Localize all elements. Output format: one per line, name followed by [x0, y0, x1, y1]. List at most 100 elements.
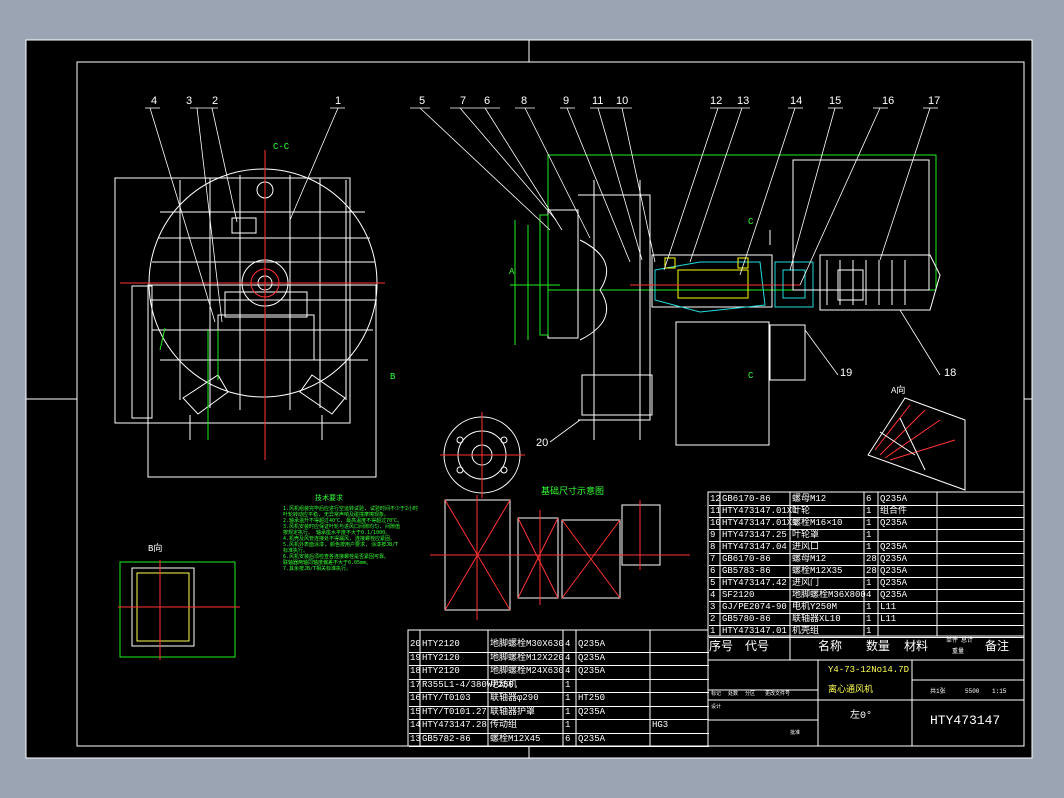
letter-c-bottom: C — [748, 371, 754, 381]
title-name: 离心通风机 — [828, 685, 874, 695]
bom-cell-qty: 1 — [866, 518, 872, 528]
bom-cell-qty: 4 — [565, 652, 571, 663]
bom-cell-name: 螺栓M12X45 — [490, 733, 541, 744]
tech-req-line: 5.风机外表面涂漆, 颜色按用户要求, 涂漆按JB/T — [283, 542, 399, 548]
bom-cell-qty: 4 — [866, 590, 872, 600]
bom-cell-no: 2 — [710, 614, 716, 624]
bom-header-qty: 数量 — [866, 640, 891, 654]
bom-cell-no: 4 — [710, 590, 716, 600]
bom-cell-code: GB5782-86 — [422, 733, 471, 744]
bom-cell-no: 13 — [410, 733, 421, 744]
bom-cell-qty: 28 — [866, 566, 877, 576]
bom-cell-qty: 1 — [565, 693, 571, 703]
bom-cell-no: 5 — [710, 578, 716, 588]
bom-cell-name: 电动机 — [490, 679, 518, 690]
bom-cell-qty: 1 — [866, 542, 872, 552]
bom-cell-mat: Q235A — [578, 639, 606, 649]
balloon-6: 6 — [484, 95, 491, 107]
left-section-view — [114, 150, 385, 478]
bom-header-mat: 材料 — [904, 640, 929, 654]
bom-cell-no: 9 — [710, 530, 716, 540]
foundation-scheme — [430, 495, 690, 620]
tech-req-line: 联轴器两轴同轴度偏差不大于0.05mm。 — [283, 560, 372, 566]
tech-req-lines: 1.风机组装完毕后应进行空运转试验, 试验时间不少于2小时 叶轮转动应平稳, 无… — [283, 506, 418, 572]
scheme-title: 基础尺寸示意图 — [541, 487, 605, 497]
bom-cell-no: 3 — [710, 602, 716, 612]
bom-cell-code: HTY473147.01 — [722, 626, 787, 636]
bom-cell-name: 传动组 — [490, 720, 518, 730]
view-b-label: B向 — [148, 544, 163, 554]
bom-cell-name: 地脚螺栓M12X220 — [490, 652, 564, 663]
balloon-2: 2 — [212, 95, 219, 107]
bom-cell-qty: 4 — [565, 639, 571, 649]
tech-req-line: 标准执行。 — [283, 548, 309, 554]
bom-cell-code: HTY/T0101.27 — [422, 706, 487, 717]
bom-cell-no: 16 — [410, 693, 421, 703]
bom-cell-name: 进风口 — [792, 542, 820, 552]
bom-cell-no: 8 — [710, 542, 716, 552]
title-model: Y4-73-12No14.7D — [828, 665, 910, 675]
bom-cell-no: 12 — [710, 494, 721, 504]
title-sign4: 更改文件号 — [765, 691, 791, 697]
bom-cell-mat: Q235A — [578, 706, 606, 717]
tech-req-line: 4.机壳及风管连接处不得漏风, 连接螺栓应紧固。 — [283, 536, 396, 542]
title-scale: 1:15 — [992, 688, 1007, 695]
bom-cell-code: GB5783-86 — [722, 566, 771, 576]
bom-cell-qty: 6 — [866, 494, 872, 504]
view-b — [118, 560, 240, 660]
bom-cell-code: HTY473147.01X1 — [722, 506, 798, 516]
letter-c-top: C — [748, 217, 754, 227]
bom-cell-mat: Q235A — [880, 542, 908, 552]
title-rotation: 左0° — [850, 711, 873, 722]
bom-cell-code: HTY473147.28 — [422, 720, 487, 730]
bom-cell-name: 地脚螺栓M30X630 — [490, 639, 564, 649]
bom-cell-no: 10 — [710, 518, 721, 528]
bom-cell-name: 地脚螺栓M36X800 — [792, 590, 866, 600]
bom-header-weight: 重量 — [952, 648, 965, 655]
title-drawing-no: HTY473147 — [930, 713, 1001, 728]
bom-cell-name: 地脚螺栓M24X630 — [490, 666, 564, 676]
bom-cell-no: 14 — [410, 720, 421, 730]
bom-cell-no: 7 — [710, 554, 716, 564]
bom-cell-code: HTY2120 — [422, 639, 460, 649]
bom-header-weight-total: 总计 — [961, 637, 974, 644]
balloon-16: 16 — [882, 95, 895, 107]
bom-cell-name: 螺栓M16×10 — [792, 518, 843, 528]
balloon-7: 7 — [460, 95, 467, 107]
bom-cell-mat: L11 — [880, 614, 897, 624]
balloon-13: 13 — [737, 95, 750, 107]
bom-cell-mat: Q235A — [578, 666, 606, 676]
bom-cell-code: GB6170-86 — [722, 494, 771, 504]
bom-cell-mat: Q235A — [880, 590, 908, 600]
bom-cell-no: 15 — [410, 706, 421, 717]
bom-cell-mat: HT250 — [578, 693, 606, 703]
bom-cell-code: GB6170-86 — [722, 554, 771, 564]
bom-cell-name: 进风门 — [792, 578, 820, 588]
bom-header-name: 名称 — [818, 640, 843, 654]
bom-cell-name: 叶轮 — [792, 506, 811, 516]
bom-cell-mat: 组合件 — [880, 506, 908, 516]
bom-header-code: 代号 — [745, 640, 770, 654]
letter-a-label: A — [509, 267, 515, 277]
bom-cell-qty: 6 — [565, 733, 571, 744]
balloon-10: 10 — [616, 95, 629, 107]
balloon-12: 12 — [710, 95, 723, 107]
balloon-1: 1 — [335, 95, 342, 107]
balloon-8: 8 — [521, 95, 528, 107]
balloon-18: 18 — [944, 367, 957, 379]
bom-cell-name: 联轴器护罩 — [490, 706, 536, 717]
main-leaders — [410, 107, 941, 443]
bom-cell-mat: Q235A — [880, 566, 908, 576]
bom-cell-name: 联轴器XL10 — [792, 614, 841, 624]
